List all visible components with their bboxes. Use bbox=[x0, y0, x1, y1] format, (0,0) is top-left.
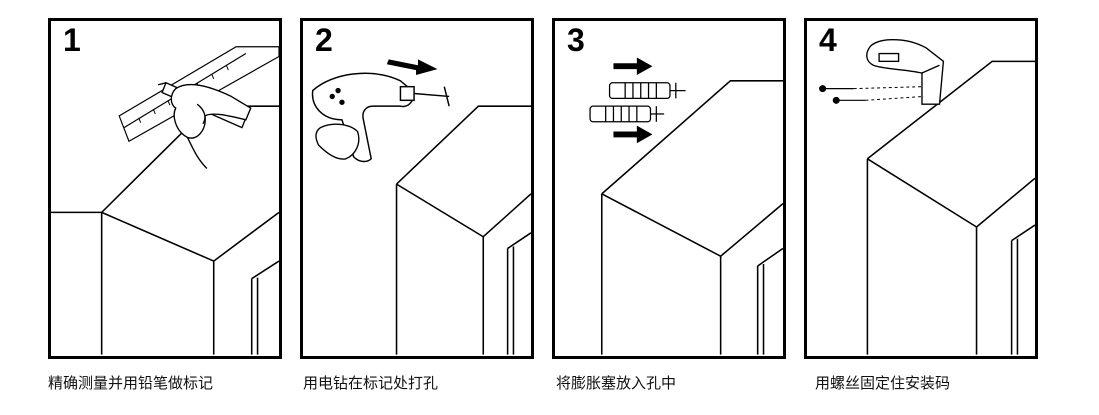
screw-icon bbox=[820, 86, 866, 104]
step-4-caption: 用螺丝固定住安装码 bbox=[815, 372, 950, 393]
step-3-caption: 将膨胀塞放入孔中 bbox=[556, 372, 676, 393]
step-3-panel: 3 bbox=[552, 18, 786, 359]
step-1-illustration bbox=[51, 21, 279, 356]
mounting-bracket-icon bbox=[867, 40, 944, 105]
step-4-panel: 4 bbox=[804, 18, 1038, 359]
arrow-right-icon bbox=[613, 57, 652, 143]
step-4-illustration bbox=[807, 21, 1035, 356]
step-2-panel: 2 bbox=[300, 18, 534, 359]
step-1-caption: 精确测量并用铅笔做标记 bbox=[48, 372, 213, 393]
step-1-panel: 1 bbox=[48, 18, 282, 359]
wall-plug-icon bbox=[590, 83, 685, 122]
step-3-illustration bbox=[555, 21, 783, 356]
arrow-right-icon bbox=[387, 59, 438, 75]
step-2-caption: 用电钻在标记处打孔 bbox=[303, 372, 438, 393]
hand-icon bbox=[316, 124, 359, 159]
step-2-illustration bbox=[303, 21, 531, 356]
